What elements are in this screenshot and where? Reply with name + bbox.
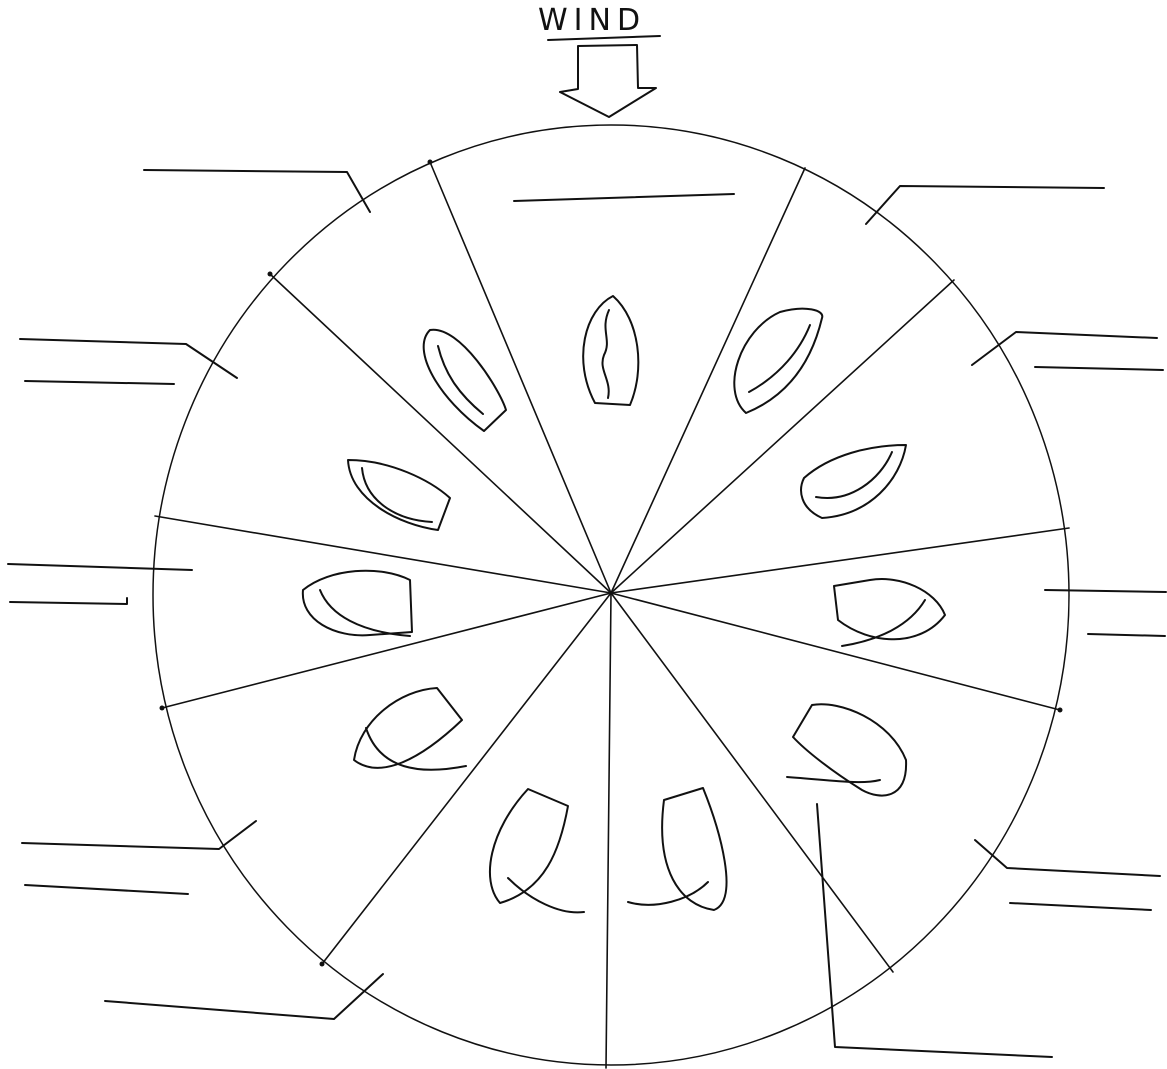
sail-close-hauled-icon — [734, 309, 822, 413]
sail-running-icon — [628, 788, 726, 910]
divider-line — [611, 528, 1069, 593]
blank-upper-left-1 — [144, 170, 370, 212]
divider-end-dot — [428, 160, 433, 165]
blank-top-center — [514, 194, 734, 201]
divider-line — [155, 516, 611, 593]
divider-line — [611, 280, 954, 593]
divider-line — [606, 593, 611, 1068]
sails — [303, 296, 945, 912]
divider-line — [430, 162, 611, 593]
blank-right-a — [1045, 590, 1166, 592]
blank-upper-right-2a — [972, 332, 1157, 365]
divider-end-dot — [1058, 708, 1063, 713]
wind-arrow-icon — [560, 45, 656, 117]
divider-line — [611, 593, 1060, 710]
blank-lower-right-1a — [975, 840, 1160, 876]
blank-lower-left-1a — [22, 821, 256, 849]
sail-broad-reach-icon — [354, 688, 466, 770]
divider-end-dot — [268, 272, 273, 277]
sail-broad-reach-icon — [787, 704, 906, 795]
divider-end-dots — [160, 160, 1063, 967]
blank-upper-right-2b — [1035, 367, 1163, 370]
divider-line — [270, 274, 611, 593]
sail-close-hauled-icon — [424, 330, 506, 431]
divider-end-dot — [320, 962, 325, 967]
sail-close-reach-icon — [801, 445, 906, 518]
blank-lower-right-1b — [1010, 903, 1151, 910]
sail-beam-reach-icon — [303, 571, 412, 636]
blank-lower-left-1b — [25, 885, 188, 894]
blank-right-b — [1088, 634, 1165, 636]
sail-beam-reach-icon — [834, 579, 945, 646]
divider-line — [162, 593, 611, 708]
sail-luffing-icon — [583, 296, 638, 405]
divider-line — [611, 168, 805, 593]
divider-line — [322, 593, 611, 964]
blank-lower-left-2 — [105, 974, 383, 1019]
blank-upper-left-2b — [25, 381, 174, 384]
sail-running-icon — [490, 789, 584, 912]
blank-upper-left-2a — [20, 339, 237, 378]
blank-upper-right-1 — [866, 186, 1104, 224]
blank-left-b — [10, 598, 127, 604]
blank-lower-right-2 — [817, 804, 1052, 1057]
blank-left-a — [8, 564, 192, 570]
wind-title: WIND — [538, 3, 646, 38]
sail-close-reach-icon — [348, 460, 450, 530]
label-blanks — [8, 170, 1166, 1057]
divider-end-dot — [160, 706, 165, 711]
